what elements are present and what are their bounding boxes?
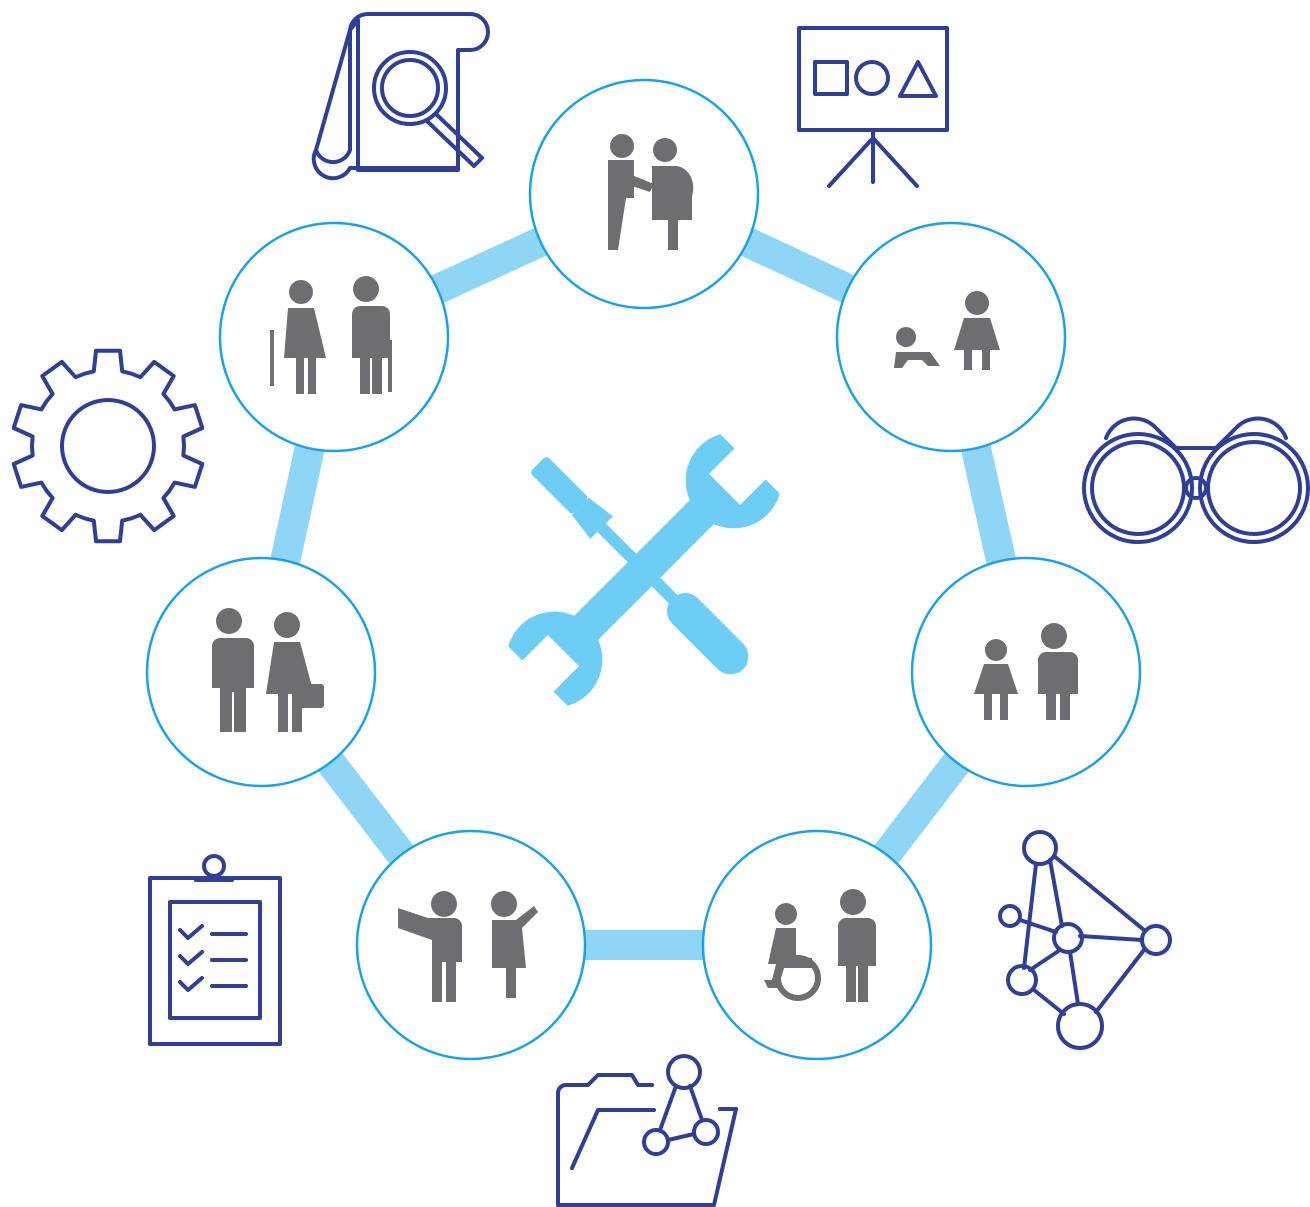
- node-older-adults: [218, 221, 450, 453]
- checklist-clipboard-icon: [148, 854, 282, 1046]
- network-icon: [998, 830, 1172, 1050]
- wheelchair-person-icon: [764, 889, 876, 1002]
- pregnant-couple-icon: [608, 134, 694, 250]
- elderly-couple-icon: [270, 276, 392, 394]
- gear-icon: [11, 348, 205, 544]
- teenagers-icon: [398, 891, 538, 1002]
- children-icon: [974, 623, 1078, 720]
- binoculars-icon: [1082, 416, 1310, 544]
- node-pregnancy: [528, 78, 760, 310]
- node-disability: [701, 829, 933, 1061]
- wrench-screwdriver-icon: [508, 434, 780, 706]
- document-search-icon: [311, 11, 490, 181]
- presentation-board-icon: [797, 26, 949, 188]
- baby-and-child-icon: [894, 291, 1000, 370]
- node-infant-child: [835, 221, 1067, 453]
- working-adults-icon: [212, 608, 324, 732]
- node-working-adults: [145, 556, 377, 788]
- folder-network-icon: [556, 1054, 738, 1207]
- node-children: [910, 556, 1142, 788]
- node-adolescents: [355, 829, 587, 1061]
